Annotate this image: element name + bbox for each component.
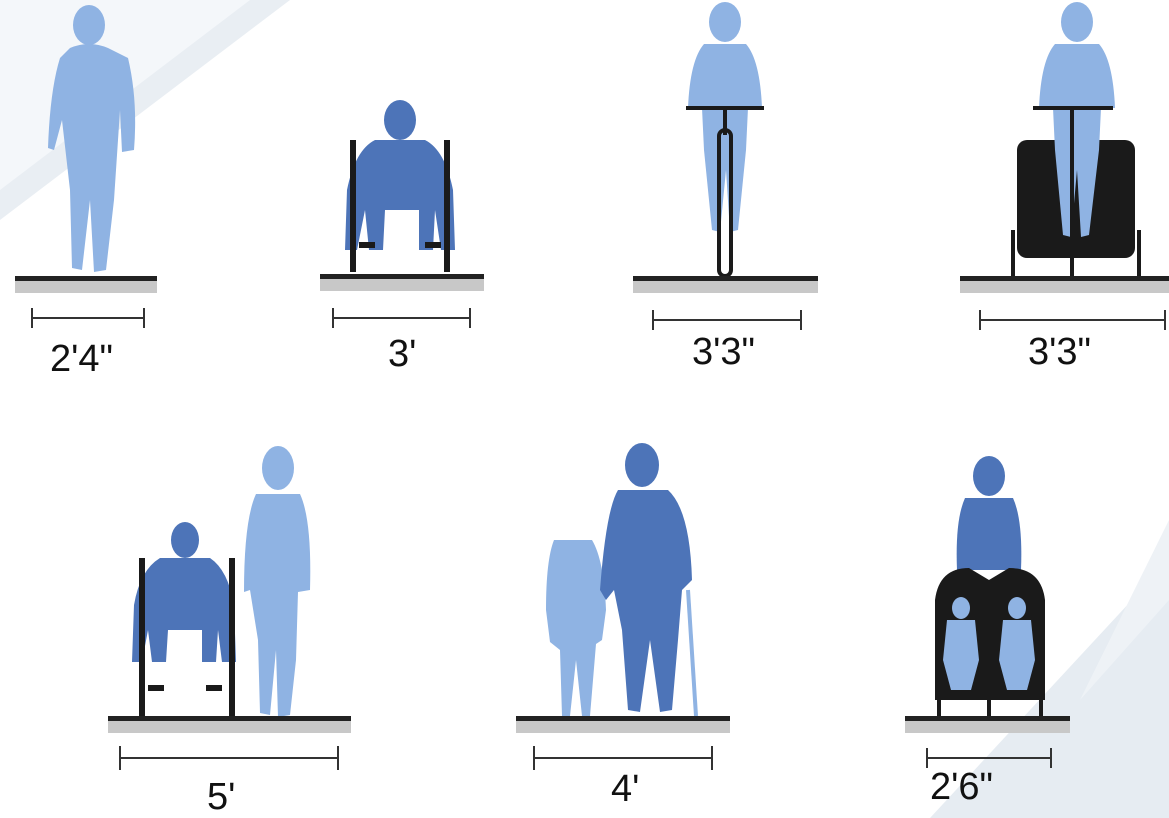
pedestrian-walking-icon xyxy=(244,446,310,717)
pedestrian-walking-icon xyxy=(10,0,170,340)
dimension-label: 3'3" xyxy=(692,333,755,371)
panel-wheelchair xyxy=(315,100,495,340)
child-and-elderly-group xyxy=(510,440,735,770)
child-walking-icon xyxy=(546,540,606,716)
dimension-label: 3' xyxy=(388,335,416,373)
dimension-label: 2'4" xyxy=(50,340,113,378)
panel-pedestrian xyxy=(10,0,170,340)
panel-child-and-elderly xyxy=(510,440,735,770)
panel-bicyclist xyxy=(630,0,820,340)
dimension-label: 3'3" xyxy=(1028,333,1091,371)
panel-bicycle-trailer xyxy=(955,0,1169,340)
panel-double-stroller xyxy=(905,450,1080,770)
dimension-label: 4' xyxy=(611,770,639,808)
elderly-person-with-cane-icon xyxy=(600,443,696,716)
wheelchair-user-icon xyxy=(132,522,236,716)
person-pushing-double-stroller-icon xyxy=(905,450,1080,770)
panel-wheelchair-and-pedestrian xyxy=(100,440,360,775)
bicyclist-icon xyxy=(630,0,820,340)
dimension-label: 2'6" xyxy=(930,768,993,806)
wheelchair-user-icon xyxy=(315,100,495,340)
bicycle-with-trailer-icon xyxy=(955,0,1169,340)
wheelchair-and-pedestrian-group xyxy=(100,440,360,775)
dimension-label: 5' xyxy=(207,778,235,816)
